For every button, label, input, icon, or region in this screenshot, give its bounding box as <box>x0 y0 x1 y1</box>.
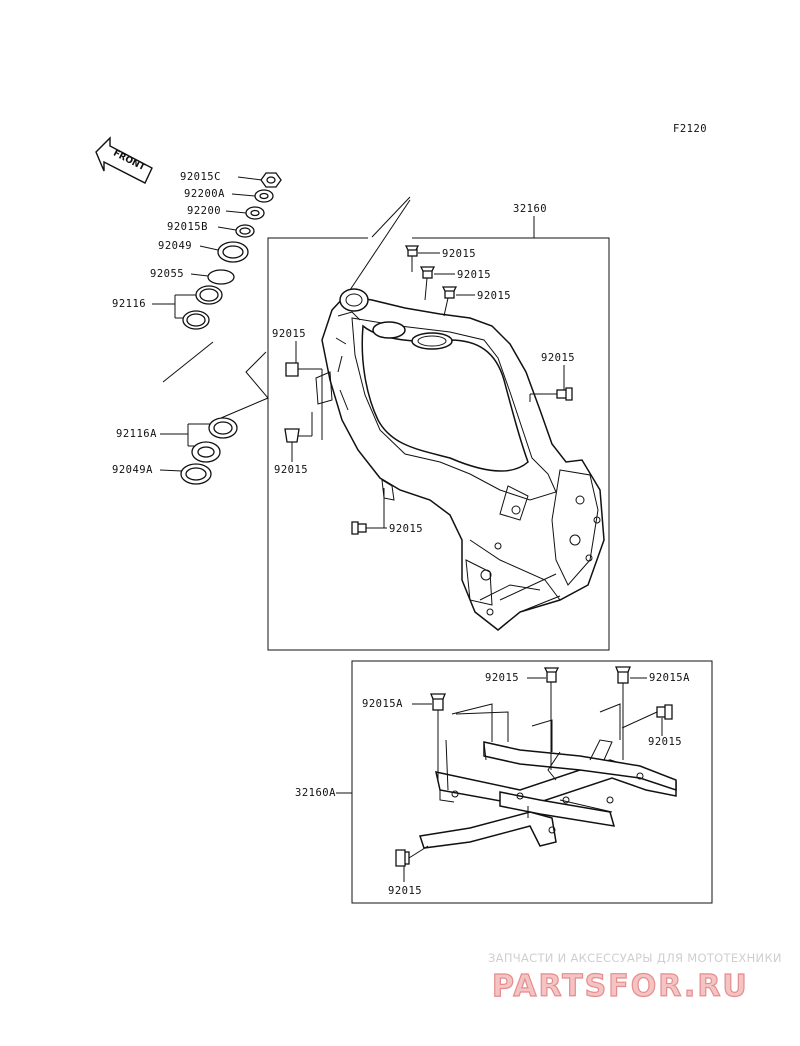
label-92015-top3: 92015 <box>477 290 511 302</box>
steering-stem-parts: 92015C 92200A 92200 92015B 92049 92055 9… <box>112 171 411 485</box>
bolt-top-1 <box>404 245 440 272</box>
label-92015-sub-top: 92015 <box>485 672 519 684</box>
label-92015-top2: 92015 <box>457 269 491 281</box>
front-arrow-icon: FRONT <box>95 136 153 184</box>
subframe-illustration <box>419 739 677 849</box>
label-92015b: 92015B <box>167 221 208 233</box>
label-92049a: 92049A <box>112 464 153 476</box>
label-92015-right: 92015 <box>541 352 575 364</box>
label-92015-top1: 92015 <box>442 248 476 260</box>
watermark-tagline: ЗАПЧАСТИ И АКСЕССУАРЫ ДЛЯ МОТОТЕХНИКИ <box>488 951 782 965</box>
bolt-sub-bottom <box>395 845 429 882</box>
bolt-left-upper <box>285 341 323 440</box>
bolt-top-3 <box>441 286 475 317</box>
label-92116a: 92116A <box>116 428 157 440</box>
label-92015-bottom: 92015 <box>389 523 423 535</box>
label-92015a-sub-left: 92015A <box>362 698 403 710</box>
bolt-sub-right <box>615 666 647 760</box>
bolt-sub-right-low <box>621 704 673 736</box>
label-32160a: 32160A <box>295 787 336 799</box>
watermark-brand: PARTSFOR.RU <box>492 969 749 1004</box>
bolt-left-lower <box>284 412 313 462</box>
label-92200a: 92200A <box>184 188 225 200</box>
label-92015-sub-right-low: 92015 <box>648 736 682 748</box>
subframe-group: 32160A 92015 92015A <box>295 660 713 904</box>
label-92055: 92055 <box>150 268 184 280</box>
bolt-sub-top <box>527 667 560 770</box>
label-92015-sub-bottom: 92015 <box>388 885 422 897</box>
label-92116: 92116 <box>112 298 146 310</box>
bolt-right <box>529 365 573 402</box>
label-32160: 32160 <box>513 203 547 215</box>
label-92049: 92049 <box>158 240 192 252</box>
watermark: ЗАПЧАСТИ И АКСЕССУАРЫ ДЛЯ МОТОТЕХНИКИ PA… <box>488 951 782 1005</box>
main-frame-group: 32160 <box>267 203 610 651</box>
label-92015-left-lower: 92015 <box>274 464 308 476</box>
bolt-sub-left <box>412 693 446 780</box>
main-frame-illustration <box>315 288 605 631</box>
bolt-top-2 <box>419 266 455 301</box>
label-92015a-sub-right: 92015A <box>649 672 690 684</box>
label-92015c: 92015C <box>180 171 221 183</box>
bolt-bottom <box>351 488 387 535</box>
figure-code: F2120 <box>673 123 707 135</box>
label-92200: 92200 <box>187 205 221 217</box>
label-92015-left: 92015 <box>272 328 306 340</box>
